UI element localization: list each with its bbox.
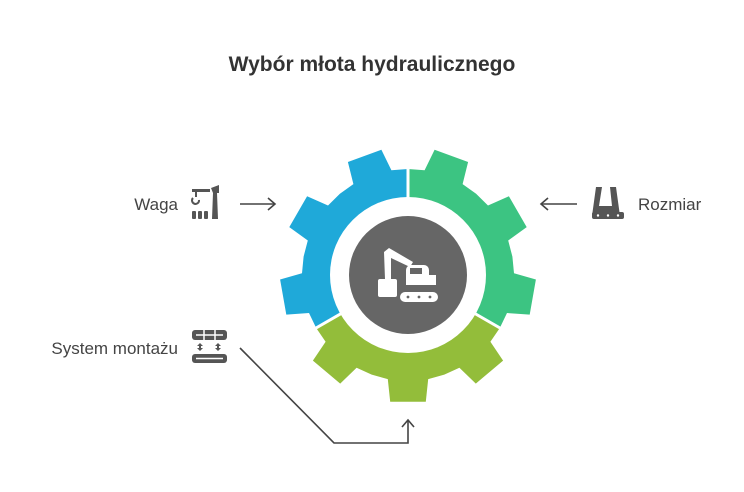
connectors <box>239 197 577 444</box>
size-tool-icon <box>592 187 624 219</box>
excavator-icon <box>378 248 438 302</box>
diagram-title: Wybór młota hydraulicznego <box>228 53 516 76</box>
label-waga: Waga <box>134 195 178 214</box>
label-system-montazu: System montażu <box>51 339 178 358</box>
mounting-system-icon <box>192 330 227 363</box>
arrow-waga <box>240 197 277 211</box>
crane-weight-icon <box>191 185 219 219</box>
label-rozmiar: Rozmiar <box>638 195 702 214</box>
arrow-system-montazu <box>239 347 415 444</box>
arrow-rozmiar <box>539 197 577 211</box>
